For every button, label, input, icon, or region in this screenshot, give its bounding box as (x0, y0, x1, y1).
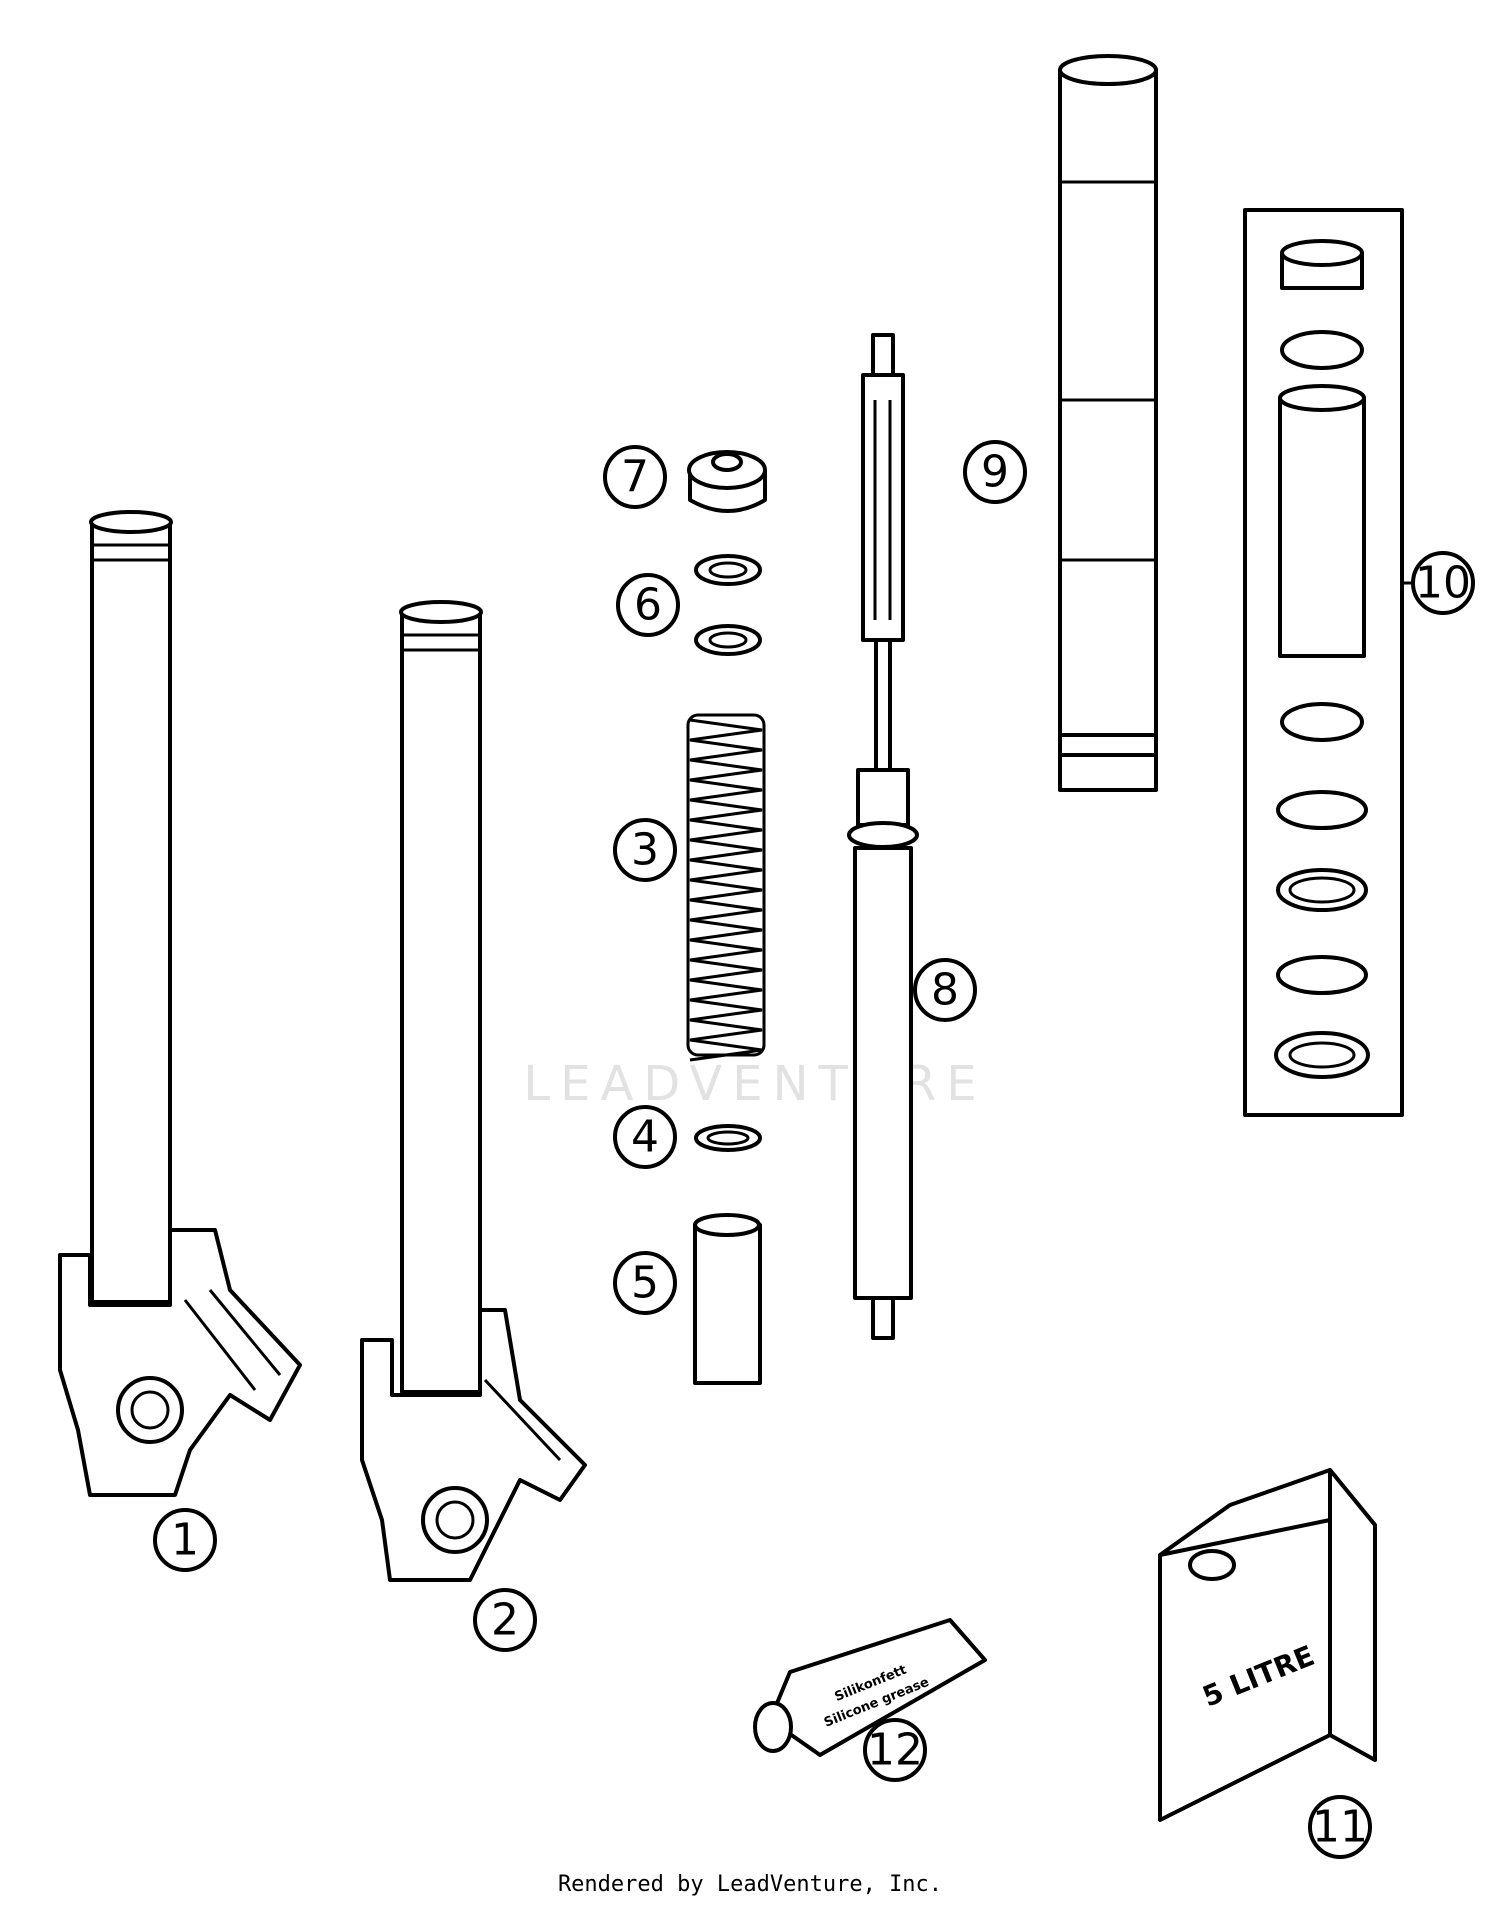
callout-10[interactable]: 10 (1411, 551, 1475, 615)
bushing-seal-kit-part[interactable] (1243, 208, 1420, 1117)
oil-container-part[interactable]: 5 LITRE (1158, 1468, 1377, 1822)
callout-number: 3 (631, 825, 659, 876)
callout-2[interactable]: 2 (473, 1588, 537, 1652)
callout-7[interactable]: 7 (603, 445, 667, 509)
callout-12[interactable]: 12 (863, 1718, 927, 1782)
callout-number: 11 (1312, 1802, 1368, 1853)
fork-leg-left-part[interactable] (58, 510, 302, 1497)
washers-part[interactable] (694, 554, 762, 656)
callout-5[interactable]: 5 (613, 1251, 677, 1315)
damper-cartridge-part[interactable] (847, 333, 919, 1340)
top-cap-part[interactable] (687, 450, 767, 513)
callout-6[interactable]: 6 (616, 573, 680, 637)
callout-number: 6 (634, 580, 662, 631)
callout-4[interactable]: 4 (613, 1105, 677, 1169)
callout-number: 4 (631, 1112, 659, 1163)
callout-1[interactable]: 1 (153, 1508, 217, 1572)
callout-number: 9 (981, 447, 1009, 498)
spacer-part[interactable] (693, 1213, 762, 1385)
callout-number: 2 (491, 1595, 519, 1646)
callout-number: 10 (1415, 558, 1471, 609)
spring-part[interactable] (686, 713, 766, 1062)
callout-number: 5 (631, 1258, 659, 1309)
outer-tube-part[interactable] (1058, 54, 1158, 792)
fork-leg-right-part[interactable] (360, 600, 587, 1582)
callout-3[interactable]: 3 (613, 818, 677, 882)
watermark: LEADVENTURE (523, 1056, 986, 1112)
callout-number: 7 (621, 452, 649, 503)
render-credit: Rendered by LeadVenture, Inc. (557, 1872, 943, 1897)
callout-number: 12 (867, 1725, 923, 1776)
callout-8[interactable]: 8 (913, 958, 977, 1022)
callout-11[interactable]: 11 (1308, 1795, 1372, 1859)
seal-ring-part[interactable] (694, 1124, 762, 1152)
callout-number: 1 (171, 1515, 199, 1566)
callout-9[interactable]: 9 (963, 440, 1027, 504)
callout-number: 8 (931, 965, 959, 1016)
